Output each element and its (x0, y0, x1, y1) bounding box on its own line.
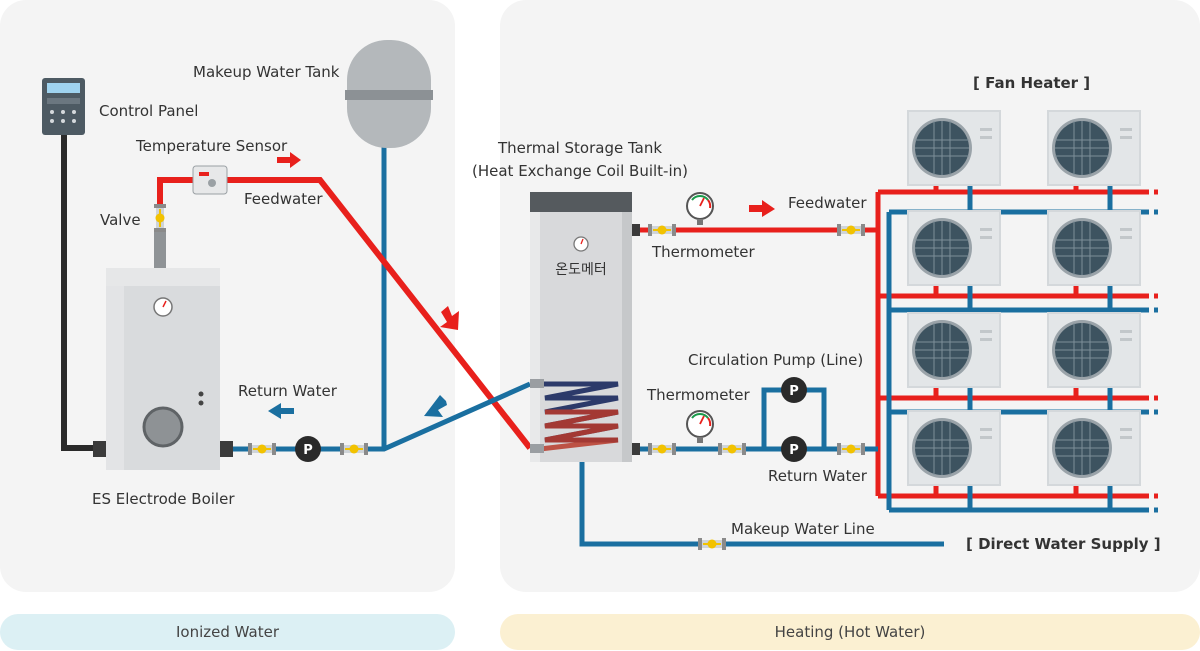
circulation-pump-bypass (781, 377, 807, 403)
return-water-left-label: Return Water (238, 382, 337, 400)
fan-heater-unit (1046, 311, 1142, 389)
valve-return-2 (339, 442, 369, 456)
fan-heater-label: [ Fan Heater ] (973, 74, 1091, 92)
feedwater-right-label: Feedwater (788, 194, 867, 212)
circulation-pump-label: Circulation Pump (Line) (688, 351, 864, 369)
tank-gauge-label: 온도메터 (555, 262, 607, 278)
valve-makeup-line (697, 537, 727, 551)
valve-feed-1 (647, 223, 677, 237)
valve-return-r3 (836, 442, 866, 456)
storage-tank-subtitle: (Heat Exchange Coil Built-in) (472, 162, 688, 180)
makeup-water-line-label: Makeup Water Line (731, 520, 875, 538)
return-arrow-diagonal (424, 395, 447, 417)
fan-heater-unit (906, 109, 1002, 187)
return-manifold (886, 180, 1145, 513)
fan-heater-unit (906, 409, 1002, 487)
makeup-water-tank (345, 40, 433, 148)
temperature-sensor-label: Temperature Sensor (136, 137, 288, 155)
direct-water-supply-label: [ Direct Water Supply ] (966, 535, 1161, 553)
heating-tag: Heating (Hot Water) (500, 614, 1200, 650)
control-panel-label: Control Panel (99, 102, 199, 120)
storage-tank-title: Thermal Storage Tank (497, 139, 663, 157)
circulation-pump-main (781, 436, 807, 462)
valve-return-1 (247, 442, 277, 456)
valve-return-r1 (647, 442, 677, 456)
boiler-label: ES Electrode Boiler (92, 490, 235, 508)
valve-feed-2 (836, 223, 866, 237)
fan-heater-unit (1046, 109, 1142, 187)
feedwater-left-label: Feedwater (244, 190, 323, 208)
feedwater-arrow-left (277, 152, 301, 168)
thermal-storage-tank (530, 192, 632, 462)
return-arrow-left (268, 403, 294, 419)
thermometer-top-label: Thermometer (652, 243, 755, 261)
boiler-pipe (154, 230, 166, 270)
fan-heater-unit (1046, 409, 1142, 487)
temperature-sensor (192, 165, 228, 195)
feedwater-arrow-diagonal (440, 306, 459, 330)
fan-heater-unit (906, 209, 1002, 287)
fan-heater-unit (1046, 209, 1142, 287)
thermometer-bottom-label: Thermometer (647, 386, 750, 404)
fan-heater-unit (906, 311, 1002, 389)
feedwater-arrow-right (749, 200, 775, 217)
thermometer-bottom (686, 410, 714, 444)
return-water-right-label: Return Water (768, 467, 867, 485)
valve-vertical (153, 203, 167, 233)
control-panel (42, 78, 85, 135)
valve-return-r2 (717, 442, 747, 456)
electrode-boiler (93, 268, 233, 470)
ionized-water-tag: Ionized Water (0, 614, 455, 650)
makeup-water-tank-label: Makeup Water Tank (193, 63, 340, 81)
valve-label: Valve (100, 211, 141, 229)
thermometer-top (686, 192, 714, 226)
pump-left (295, 436, 321, 462)
